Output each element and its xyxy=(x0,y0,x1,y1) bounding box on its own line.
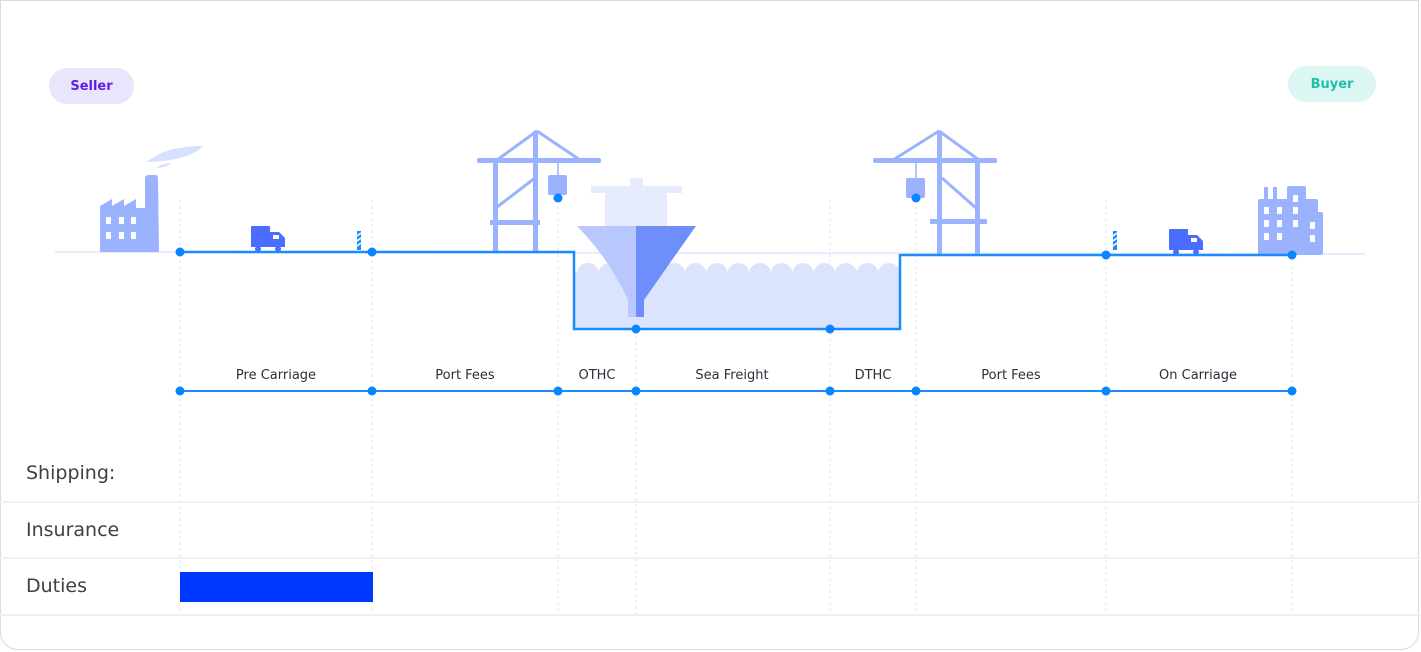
wave xyxy=(663,263,685,285)
segment-label-port-fees-destination: Port Fees xyxy=(981,368,1041,383)
wave xyxy=(856,263,879,285)
wave xyxy=(770,263,793,285)
segment-label-pre-carriage: Pre Carriage xyxy=(236,368,316,383)
wave xyxy=(577,263,599,285)
row-divider xyxy=(0,557,1421,559)
truck-icon xyxy=(251,226,285,252)
building-icon xyxy=(1258,186,1323,255)
segment-label-port-fees-origin: Port Fees xyxy=(435,368,495,383)
factory-icon xyxy=(100,146,203,252)
duties-bar xyxy=(180,572,373,602)
segment-label-dthc: DTHC xyxy=(855,368,892,383)
row-divider xyxy=(0,614,1421,616)
segment-guides xyxy=(179,200,1293,615)
wave xyxy=(727,263,750,285)
ship-icon xyxy=(577,178,696,317)
segment-label-sea-freight: Sea Freight xyxy=(695,368,768,383)
wave xyxy=(684,263,707,285)
segment-label-on-carriage: On Carriage xyxy=(1159,368,1237,383)
truck-icon xyxy=(1169,229,1203,255)
wave xyxy=(792,263,814,285)
border-pole-icon xyxy=(356,231,362,250)
row-label-duties: Duties xyxy=(26,575,87,597)
route-nodes xyxy=(175,193,1297,396)
crane-icon xyxy=(873,129,997,254)
wave xyxy=(835,263,857,285)
buyer-badge: Buyer xyxy=(1288,66,1376,102)
row-divider xyxy=(0,501,1421,503)
seller-badge: Seller xyxy=(49,68,134,104)
crane-icon xyxy=(477,129,601,252)
segment-label-othc: OTHC xyxy=(578,368,615,383)
row-label-insurance: Insurance xyxy=(26,519,120,541)
border-pole-icon xyxy=(1112,231,1118,250)
row-label-shipping: Shipping: xyxy=(26,462,116,484)
wave xyxy=(706,263,728,285)
wave xyxy=(749,263,771,285)
shipping-route-line xyxy=(180,250,1292,331)
wave xyxy=(813,263,836,285)
wave xyxy=(878,263,900,285)
